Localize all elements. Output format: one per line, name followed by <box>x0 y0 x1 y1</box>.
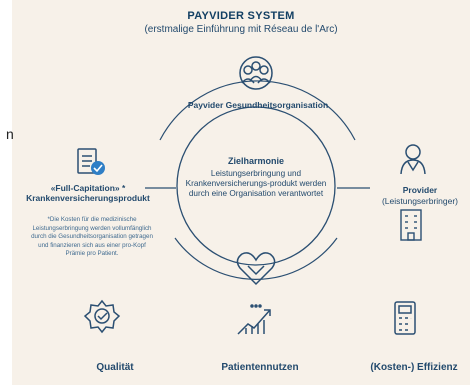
center-text: Leistungserbringung und Krankenversicher… <box>185 169 327 198</box>
diagram-panel <box>12 0 470 385</box>
doctor-icon <box>400 144 426 175</box>
page-title: PAYVIDER SYSTEM <box>187 10 295 22</box>
bottom-label-qualitaet: Qualität <box>96 362 134 373</box>
calculator-icon <box>394 301 416 335</box>
handshake-icon <box>236 252 276 286</box>
cropped-edge-text: n <box>6 126 14 142</box>
hospital-building-icon <box>400 209 422 241</box>
bottom-label-patientennutzen: Patientennutzen <box>221 362 299 373</box>
organization-label: Payvider Gesundheitsorganisation <box>187 100 329 110</box>
left-note: *Die Kosten für die medizinische Leistun… <box>31 216 153 258</box>
left-title-line2: Krankenversicherungsprodukt <box>26 193 150 203</box>
page-subtitle: (erstmalige Einführung mit Réseau de l'A… <box>144 24 338 35</box>
left-title-line1: «Full-Capitation» * <box>50 183 126 193</box>
bottom-arc <box>174 237 338 280</box>
top-arc <box>159 80 356 141</box>
growth-chart-icon <box>237 304 271 335</box>
right-title: Provider <box>402 185 438 195</box>
document-check-icon <box>77 148 105 175</box>
right-subtitle: (Leistungserbringer) <box>381 196 459 206</box>
center-circle <box>176 106 336 266</box>
people-group-icon <box>239 56 273 90</box>
quality-badge-icon <box>83 299 121 334</box>
bottom-label-effizienz: (Kosten-) Effizienz <box>370 362 458 373</box>
left-title: «Full-Capitation» * Krankenversicherungs… <box>20 183 156 203</box>
center-heading: Zielharmonie <box>227 156 284 166</box>
